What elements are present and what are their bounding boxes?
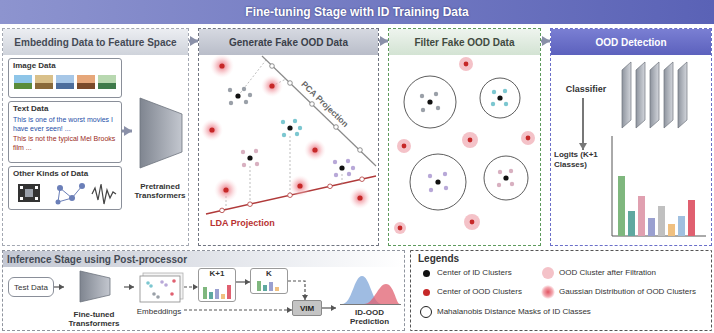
legend-text: OOD Cluster after Filtration [559, 266, 656, 277]
legend-swatch [420, 306, 432, 318]
flow-arrow [288, 281, 305, 300]
post-processor-box: VIM [292, 300, 322, 316]
node-label: Fine-tuned Transformers [64, 310, 124, 328]
legend-entry: Center of ID Clusters [418, 266, 536, 280]
flow-arrow [322, 307, 336, 308]
legend-swatch [423, 270, 430, 277]
logits-block: Logits (K+1 Classes) [554, 150, 610, 190]
data-icons [18, 183, 116, 205]
stage-panel: Inference Stage using Post-processorTest… [2, 250, 405, 331]
transformer-outline [80, 271, 110, 302]
panel-heading: Filter Fake OOD Data [389, 29, 540, 55]
data-box: Text DataThis is one of the worst movies… [8, 101, 122, 163]
legend-swatch-slot [540, 285, 556, 299]
transformer-shape [132, 96, 188, 170]
transformer-outline [140, 98, 182, 168]
panel-heading: Fine-tuning Stage with ID Training Data [245, 5, 468, 19]
flow-arrow [582, 98, 584, 150]
transformer-block: Pretrained Transformers [132, 96, 188, 200]
node-label: Embeddings [137, 307, 181, 316]
node-label: K [251, 269, 287, 279]
legend-swatch-slot [418, 305, 434, 319]
stage-panel: Generate Fake OOD Data [198, 28, 379, 246]
legend-swatch-slot [418, 266, 434, 280]
classifier-layers [622, 62, 687, 128]
data-box: Image Data [8, 58, 122, 98]
transformer-shape [64, 270, 124, 304]
legend-entry: OOD Cluster after Filtration [540, 266, 710, 280]
axis-label: LDA Projection [210, 218, 300, 228]
legend-heading: Legends [418, 253, 498, 264]
transformer-block: Fine-tuned Transformers [64, 270, 124, 328]
prediction-block: ID-OOD Prediction [336, 268, 403, 326]
legend-swatch [423, 289, 430, 296]
panel-heading: Generate Fake OOD Data [199, 29, 378, 55]
flow-arrow [184, 309, 292, 310]
legend-entry: Gaussian Distribution of OOD Clusters [540, 285, 710, 299]
legend-text: Center of OOD Clusters [437, 285, 522, 296]
legend-text: Center of ID Clusters [437, 266, 512, 277]
legend-swatch [541, 285, 555, 299]
flow-arrow [184, 286, 198, 287]
legend-frame [411, 251, 712, 331]
logit-bars [612, 136, 706, 236]
stage-panel: Filter Fake OOD Data [388, 28, 541, 246]
flow-arrow [236, 281, 250, 282]
logit-bars-small [203, 281, 279, 299]
panel-heading: Embedding Data to Feature Space [3, 29, 188, 55]
axis-label: PCA Projection [295, 75, 355, 134]
node-label: Image Data [13, 61, 117, 71]
panel-heading: Inference Stage using Post-processor [3, 251, 404, 267]
flow-arrow [122, 130, 132, 133]
node-label: Pretrained Transformers [132, 182, 188, 200]
logit-box: K [250, 268, 288, 294]
flow-arrow [379, 40, 388, 43]
legend-entry: Mahalanobis Distance Masks of ID Classes [418, 305, 678, 319]
example-sentence: This is not the typical Mel Brooks film … [13, 135, 117, 152]
embedding-block: Embeddings [134, 274, 184, 316]
data-box: Other Kinds of Data [8, 166, 122, 210]
node-label: Classifier [556, 82, 616, 96]
example-sentence: This is one of the worst movies I have e… [13, 116, 117, 133]
embedding-plot [140, 273, 183, 302]
node-label: VIM [300, 304, 314, 313]
input-box: Test Data [8, 277, 54, 297]
node-label: Other Kinds of Data [13, 169, 117, 179]
flow-arrow [541, 40, 550, 43]
legend-text: Mahalanobis Distance Masks of ID Classes [437, 305, 591, 316]
stage-banner: Fine-tuning Stage with ID Training Data [0, 0, 714, 24]
score-distribution [340, 276, 401, 305]
node-label: Test Data [14, 283, 48, 292]
stage-panel: OOD DetectionClassifierLogits (K+1 Class… [550, 28, 712, 246]
flow-arrow [54, 286, 64, 287]
legend-swatch-slot [418, 285, 434, 299]
panel-heading: OOD Detection [551, 29, 711, 55]
node-label: Text Data [13, 104, 117, 114]
projection-scatter [201, 54, 376, 214]
classifier-block: Classifier [556, 82, 616, 98]
node-label: K+1 [199, 269, 235, 279]
filtered-clusters [394, 57, 535, 234]
flow-arrow [124, 286, 134, 287]
flow-arrow [189, 40, 198, 43]
image-thumbnails [14, 75, 116, 89]
legend-swatch [542, 267, 554, 279]
stage-panel: Embedding Data to Feature SpaceImage Dat… [2, 28, 189, 246]
node-label: Logits (K+1 Classes) [554, 150, 610, 170]
legend-text: Gaussian Distribution of OOD Clusters [559, 285, 696, 296]
logit-box: K+1 [198, 268, 236, 302]
legend-entry: Center of OOD Clusters [418, 285, 536, 299]
node-label: ID-OOD Prediction [336, 308, 403, 326]
legend-swatch-slot [540, 266, 556, 280]
